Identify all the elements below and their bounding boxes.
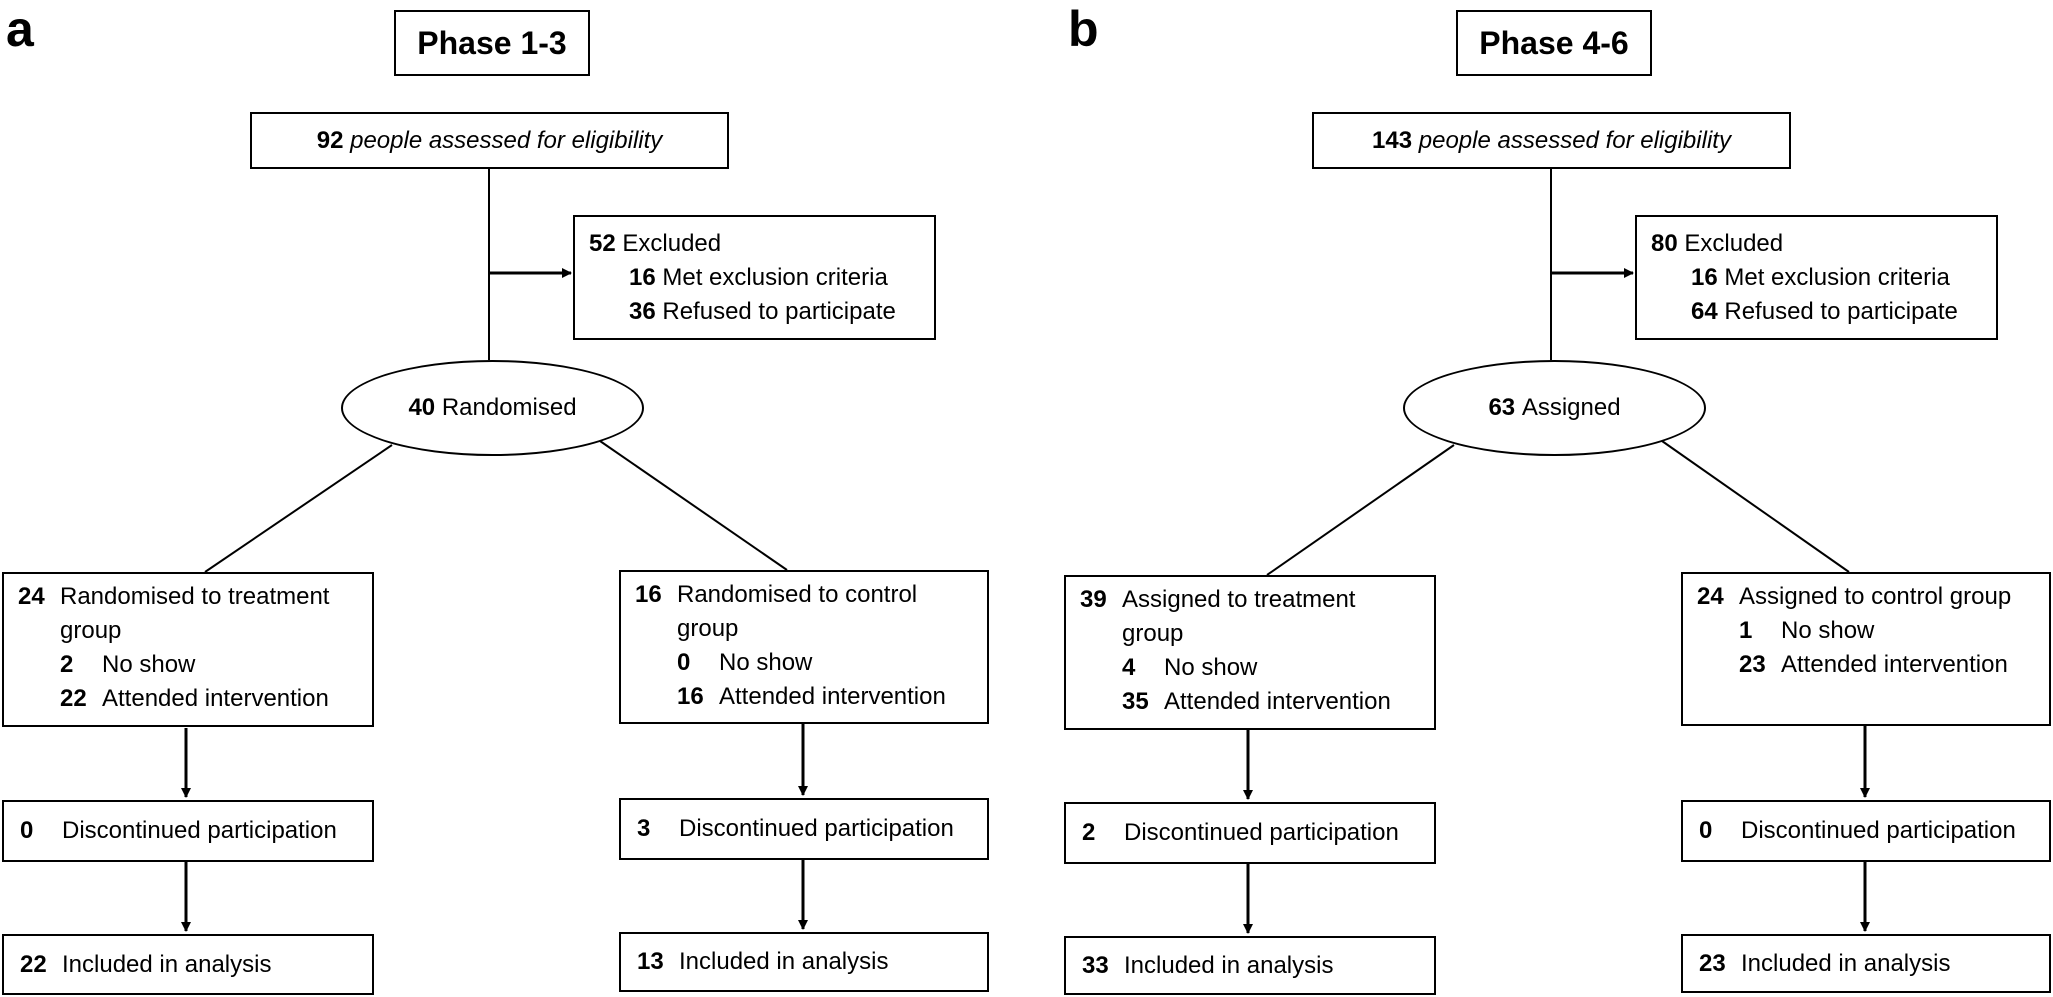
- included-label: Included in analysis: [62, 950, 272, 978]
- panel-letter: a: [6, 1, 34, 57]
- no-show-count: 4: [1122, 654, 1136, 681]
- included-box: 33 Included in analysis: [1064, 936, 1436, 995]
- excluded-box: 80 Excluded 16 Met exclusion criteria 64…: [1635, 215, 1998, 340]
- no-show-count: 2: [60, 651, 74, 678]
- attended-count: 23: [1739, 651, 1766, 678]
- attended-count: 22: [60, 685, 87, 712]
- treatment-group-box: 24 Randomised to treatment group 2 No show…: [2, 572, 374, 727]
- allocation-label: Randomised: [441, 394, 577, 421]
- treatment-group-box: 39 Assigned to treatment group 4 No show 3…: [1064, 575, 1436, 730]
- discontinued-label: Discontinued participation: [1124, 819, 1399, 846]
- attended-count: 16: [677, 683, 704, 710]
- discontinued-box: 0 Discontinued participation: [2, 800, 374, 862]
- discontinued-count: 3: [637, 815, 651, 842]
- included-label: Included in analysis: [1741, 949, 1951, 977]
- refused-label: Refused to participate: [662, 298, 896, 325]
- allocation-oval: 63 Assigned: [1403, 360, 1706, 456]
- included-count: 13: [637, 948, 664, 975]
- no-show-label: No show: [1164, 654, 1258, 681]
- excluded-label: Excluded: [622, 230, 722, 257]
- eligibility-box: 92 people assessed for eligibility: [250, 112, 729, 169]
- allocation-count: 40: [408, 394, 436, 421]
- group-label: Randomised to control: [677, 581, 918, 608]
- group-label-cont: group: [677, 615, 739, 642]
- exclusion-criteria-label: Met exclusion criteria: [1724, 264, 1950, 291]
- eligibility-box: 143 people assessed for eligibility: [1312, 112, 1791, 169]
- connector-lines: [181, 168, 808, 932]
- connector-lines: [1243, 168, 1870, 934]
- excluded-count: 80: [1651, 230, 1678, 257]
- attended-label: Attended intervention: [719, 683, 946, 710]
- refused-label: Refused to participate: [1724, 298, 1958, 325]
- no-show-label: No show: [719, 649, 813, 676]
- phase-title: Phase 4-6: [1456, 10, 1652, 76]
- excluded-box: 52 Excluded 16 Met exclusion criteria 36…: [573, 215, 936, 340]
- included-box: 23 Included in analysis: [1681, 934, 2051, 993]
- included-count: 22: [20, 950, 47, 978]
- allocation-label: Assigned: [1521, 394, 1621, 421]
- panel-letter: b: [1068, 1, 1099, 57]
- group-count: 24: [1697, 583, 1724, 610]
- no-show-count: 1: [1739, 617, 1753, 644]
- panel-b: b Phase 4-6 143 people assessed for elig…: [1062, 0, 2053, 997]
- group-count: 39: [1080, 586, 1107, 613]
- attended-count: 35: [1122, 688, 1149, 715]
- group-label-cont: group: [60, 617, 122, 644]
- discontinued-count: 0: [1699, 817, 1713, 844]
- discontinued-label: Discontinued participation: [62, 817, 337, 844]
- group-label: Randomised to treatment: [60, 583, 330, 610]
- group-label-cont: group: [1122, 620, 1184, 647]
- no-show-label: No show: [102, 651, 196, 678]
- discontinued-box: 2 Discontinued participation: [1064, 802, 1436, 864]
- attended-label: Attended intervention: [1781, 651, 2008, 678]
- excluded-label: Excluded: [1684, 230, 1784, 257]
- included-count: 23: [1699, 949, 1726, 977]
- attended-label: Attended intervention: [102, 685, 329, 712]
- included-box: 13 Included in analysis: [619, 932, 989, 992]
- group-count: 16: [635, 581, 662, 608]
- assessed-count: 143: [1372, 126, 1413, 154]
- included-count: 33: [1082, 951, 1109, 979]
- discontinued-box: 3 Discontinued participation: [619, 798, 989, 860]
- refused-count: 64: [1691, 298, 1718, 325]
- attended-label: Attended intervention: [1164, 688, 1391, 715]
- allocation-count: 63: [1488, 394, 1516, 421]
- discontinued-count: 0: [20, 817, 34, 844]
- panel-a: a Phase 1-3 92 people assessed for eligi…: [0, 0, 1026, 997]
- no-show-count: 0: [677, 649, 691, 676]
- allocation-oval: 40 Randomised: [341, 360, 644, 456]
- included-label: Included in analysis: [1124, 951, 1334, 979]
- group-label: Assigned to control group: [1739, 583, 2012, 610]
- assessed-text: people assessed for eligibility: [1418, 126, 1731, 154]
- exclusion-criteria-count: 16: [1691, 264, 1718, 291]
- phase-title: Phase 1-3: [394, 10, 590, 76]
- group-label: Assigned to treatment: [1122, 586, 1356, 613]
- control-group-box: 24 Assigned to control group 1 No show 23 A…: [1681, 572, 2051, 726]
- exclusion-criteria-label: Met exclusion criteria: [662, 264, 888, 291]
- included-label: Included in analysis: [679, 948, 889, 975]
- discontinued-label: Discontinued participation: [1741, 817, 2016, 844]
- exclusion-criteria-count: 16: [629, 264, 656, 291]
- excluded-count: 52: [589, 230, 616, 257]
- discontinued-box: 0 Discontinued participation: [1681, 800, 2051, 862]
- refused-count: 36: [629, 298, 656, 325]
- included-box: 22 Included in analysis: [2, 934, 374, 995]
- no-show-label: No show: [1781, 617, 1875, 644]
- assessed-text: people assessed for eligibility: [350, 126, 663, 154]
- group-count: 24: [18, 583, 45, 610]
- assessed-count: 92: [316, 126, 344, 154]
- control-group-box: 16 Randomised to control group 0 No show 1…: [619, 570, 989, 724]
- discontinued-count: 2: [1082, 819, 1096, 846]
- discontinued-label: Discontinued participation: [679, 815, 954, 842]
